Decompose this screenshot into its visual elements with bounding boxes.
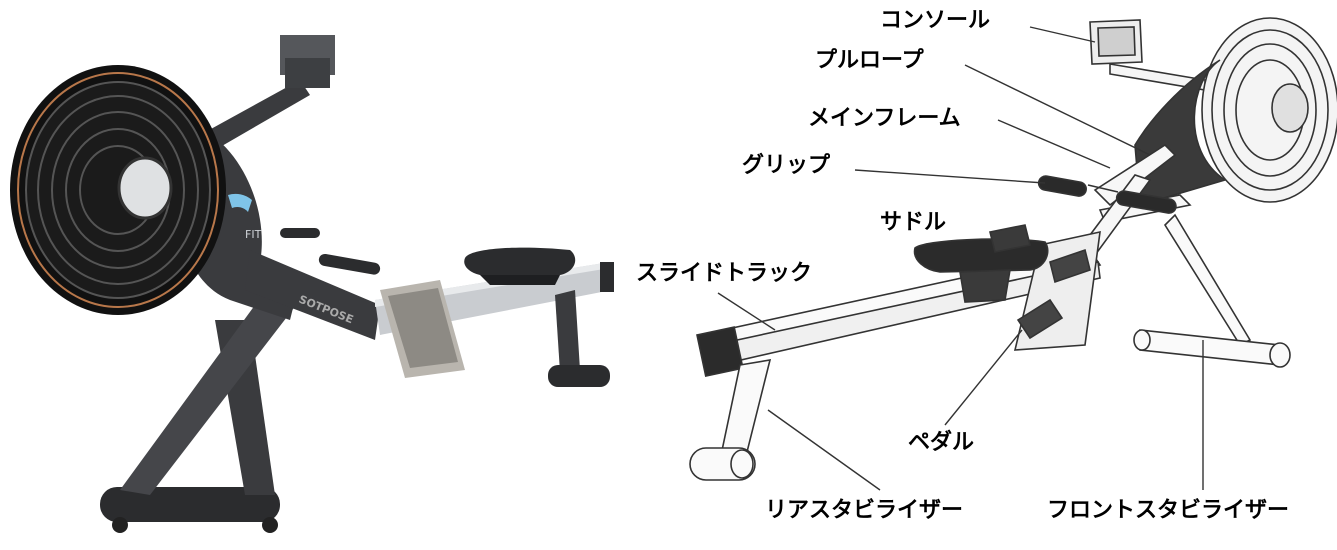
leader-line-grip [854,169,1046,184]
label-rear-stabilizer: リアスタビライザー [765,498,964,523]
label-main-frame: メインフレーム [808,106,961,131]
grip-drawing [1037,175,1177,214]
console-arm [200,35,335,150]
rowing-machine-photo: FIT SOTPOSE [10,35,614,533]
leader-line-console [1029,26,1096,43]
label-pull-rope: プルロープ [815,48,924,73]
leader-line-rear-stabilizer [767,409,881,491]
fan-wheel [10,65,226,315]
front-stabilizer-drawing [1133,213,1291,368]
rear-stabilizer-drawing [689,359,772,481]
label-slide-track: スライドトラック [636,261,813,286]
console-drawing [1089,19,1206,91]
handle-photo [280,228,381,275]
seat-photo [464,247,576,285]
label-front-stabilizer: フロントスタビライザー [1047,498,1290,523]
saddle-drawing [913,224,1049,303]
label-pedal: ペダル [908,430,975,455]
label-console: コンソール [880,8,991,33]
leader-line-pedal [944,329,1023,426]
label-grip: グリップ [742,153,831,178]
leader-line-pull-rope [964,64,1151,156]
leader-line-main-frame [997,119,1111,169]
rowing-machine-line-drawing [689,17,1337,491]
fan-drawing [1134,17,1337,207]
svg-text:FIT: FIT [245,228,262,241]
front-legs [120,300,300,495]
footplates-photo [380,280,465,378]
rear-leg [548,290,610,387]
label-saddle: サドル [880,210,947,235]
leader-lines [717,26,1204,491]
front-base [100,487,280,533]
leader-line-slide-track [717,292,776,331]
